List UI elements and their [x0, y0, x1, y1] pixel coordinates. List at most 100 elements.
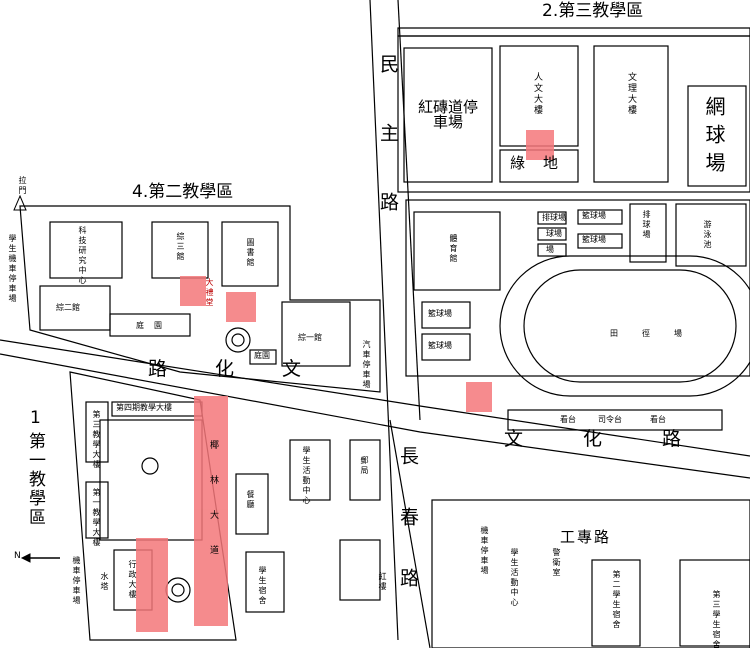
garden-label: 庭園	[136, 321, 172, 330]
parking-east-label: 機車停車場	[480, 526, 489, 576]
pool-outline	[675, 203, 747, 267]
highlight-boulevard	[194, 396, 228, 626]
fountain	[225, 327, 251, 353]
gate-icon	[13, 194, 27, 211]
science-label: 文理大樓	[626, 72, 636, 116]
plaza-circle	[141, 457, 159, 475]
dorm2-outline	[591, 559, 641, 647]
minzhu-road-label: 民主路	[377, 54, 399, 261]
student-act-label: 學生活動中心	[302, 446, 311, 506]
teach1-outline	[85, 481, 109, 539]
basket-outline	[577, 209, 623, 225]
zone4-boundary	[19, 205, 381, 393]
volley-outline	[537, 211, 567, 225]
court2-label: 場	[546, 245, 554, 254]
sports-block	[405, 199, 750, 377]
changchun-road-label: 長春路	[397, 446, 419, 629]
court-label: 球場	[546, 229, 562, 238]
dorm3-label: 第三學生宿舍	[712, 590, 721, 650]
bball-court-1	[421, 301, 471, 329]
boulevard-label: 椰林大道	[208, 440, 218, 580]
dorm-label: 學生宿舍	[258, 566, 267, 606]
teach3-label: 第三教學大樓	[92, 410, 101, 470]
highlight-library	[226, 292, 256, 322]
volley2-outline	[629, 203, 667, 263]
science-outline	[593, 45, 669, 183]
green-label: 綠地	[510, 154, 577, 172]
track-outer	[499, 255, 750, 397]
zone3-block	[397, 35, 750, 193]
hall-outline	[339, 539, 381, 601]
court2-outline	[537, 243, 567, 257]
second-building-label: 綜二館	[56, 303, 80, 312]
pool-label: 游泳池	[703, 220, 712, 250]
student-act-outline	[289, 439, 331, 501]
admin-label: 行政大樓	[128, 560, 137, 600]
zone1-boundary	[69, 371, 237, 641]
red-brick-parking-label: 紅磚道停車場	[418, 98, 479, 131]
moto-parking-label: 學生機車停車場	[8, 234, 17, 304]
north-label: N	[14, 551, 21, 561]
post-label: 郵局	[360, 456, 369, 476]
library-annex-label: 圖書館	[246, 238, 255, 268]
minzhu-road-edge2	[397, 0, 421, 421]
highlight-humanities	[526, 130, 554, 160]
stand-outline	[507, 409, 723, 431]
field-label: 田徑場	[610, 329, 706, 338]
office-label: 警衛室	[552, 548, 561, 578]
teach1-label: 第一教學大樓	[92, 488, 101, 548]
zone3-title: 2.第三教學區	[542, 1, 644, 21]
dorm3-outline	[679, 559, 750, 647]
stand-label: 看台	[560, 415, 576, 424]
basketball-label: 籃球場	[582, 211, 606, 220]
moto-west-label: 機車停車場	[72, 556, 81, 606]
wenhua-road-top	[0, 339, 750, 457]
library-outline	[221, 221, 279, 287]
track-inner	[523, 269, 737, 383]
auditorium-label: 大禮堂	[205, 278, 214, 308]
gym-outline	[413, 211, 501, 291]
first-bldg-outline	[281, 301, 351, 367]
zone3-boundary	[397, 27, 750, 37]
third-building-label: 綜三館	[176, 232, 185, 262]
lab-center-outline	[49, 221, 123, 279]
gongzhuan-road-label: 工專路	[560, 528, 612, 546]
south-east-block	[431, 499, 750, 648]
tennis-label: 網球場	[702, 96, 726, 180]
north-arrow-icon	[20, 553, 60, 563]
zone4-title: 4.第二教學區	[132, 182, 234, 202]
stand2-label: 看台	[650, 415, 666, 424]
volleyball-label: 排球場	[542, 213, 566, 222]
fourth-college-label: 第四期教學大樓	[116, 403, 172, 412]
garden2-outline	[249, 349, 277, 365]
hall-label: 紅樓	[378, 572, 387, 592]
bball-court-2	[421, 333, 471, 361]
minzhu-road-edge	[369, 0, 399, 641]
garden-outline	[109, 313, 191, 337]
wenhua-road-bottom	[0, 353, 750, 479]
highlight-auditorium	[180, 276, 206, 306]
volleyball2-label: 排球場	[642, 210, 651, 240]
wenhua-road-label-west: 路化文	[148, 358, 350, 380]
gate-label: 拉門	[18, 176, 27, 196]
student-center-label: 學生活動中心	[510, 548, 519, 608]
bball-court-label-1: 籃球場	[428, 309, 452, 318]
first-building-label: 綜一館	[298, 333, 322, 342]
bball-court-label-2: 籃球場	[428, 341, 452, 350]
lab-center-label: 科技研究中心	[78, 226, 87, 286]
garden2-label: 庭園	[254, 351, 270, 360]
tennis-outline	[687, 85, 747, 187]
car-parking-label: 汽車停車場	[362, 340, 371, 390]
gym-label: 體育館	[449, 234, 458, 264]
water-tower-label: 水塔	[100, 572, 109, 592]
highlight-admin	[136, 538, 168, 632]
post-outline	[349, 439, 381, 501]
plaza-circle2	[165, 577, 191, 603]
court-outline	[537, 227, 567, 241]
basketball2-label: 籃球場	[582, 235, 606, 244]
teach3-outline	[85, 401, 109, 463]
plaza-circle2-inner	[171, 583, 185, 597]
canteen-label: 餐廳	[246, 490, 255, 510]
second-bldg-outline	[39, 285, 111, 331]
